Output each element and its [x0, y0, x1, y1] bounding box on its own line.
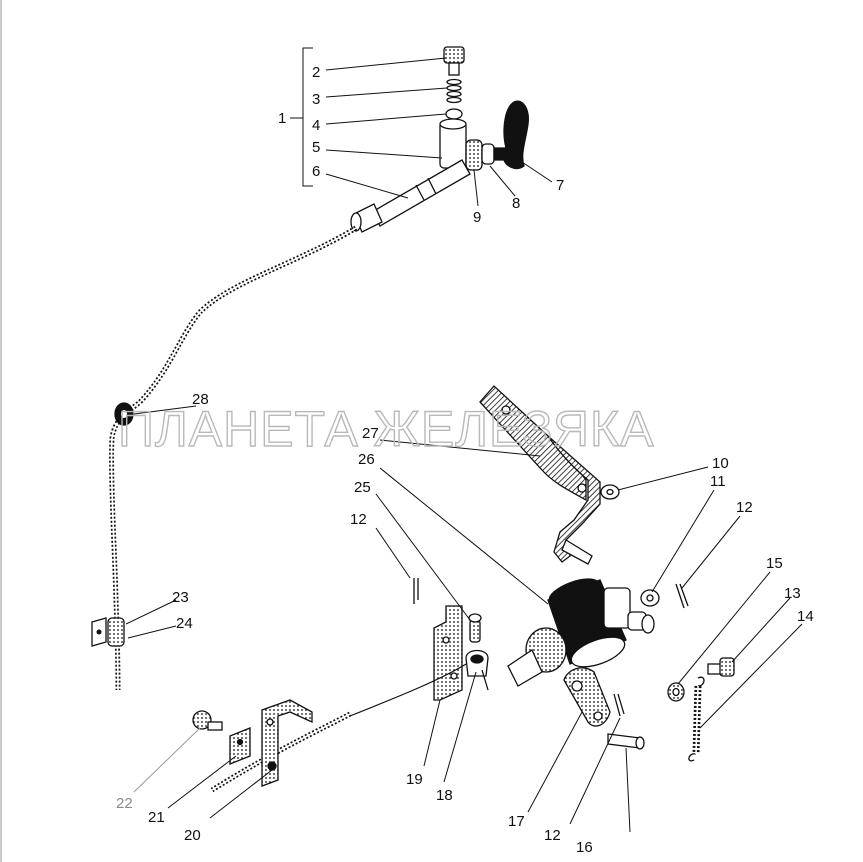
- callout-3: 3: [312, 91, 320, 108]
- callout-7: 7: [556, 177, 564, 194]
- callout-labels: 1 2 3 4 5 6 7 8 9 10 11 12 12 12 13 14 1…: [116, 64, 814, 856]
- control-handle-assembly: [371, 46, 529, 227]
- cotter-pin-part-12-a: [675, 583, 689, 609]
- callout-12-b: 12: [350, 511, 367, 528]
- callout-24: 24: [176, 615, 193, 632]
- callout-6: 6: [312, 163, 320, 180]
- spring-part-3: [446, 78, 462, 104]
- callout-5: 5: [312, 139, 320, 156]
- callout-12-a: 12: [736, 499, 753, 516]
- callout-10: 10: [712, 455, 729, 472]
- callout-21: 21: [148, 809, 165, 826]
- assembly-bracket: [290, 47, 313, 187]
- pin-part-16: [607, 733, 641, 749]
- pin-part-25: [469, 619, 481, 643]
- spring-part-14: [688, 676, 705, 762]
- bushing-part-8: [481, 143, 495, 165]
- nut-part-9: [465, 139, 483, 171]
- callout-23: 23: [172, 589, 189, 606]
- control-cable: [109, 225, 358, 691]
- watermark-text: ПЛАНЕТА ЖЕЛЕЗЯКА: [118, 401, 654, 457]
- callout-4: 4: [312, 117, 320, 134]
- screw-part-13: [707, 657, 735, 677]
- callout-13: 13: [784, 585, 801, 602]
- shutoff-unit-part-26: [507, 578, 655, 687]
- bracket-part-20: [261, 699, 313, 787]
- cotter-pin-part-12-c: [613, 693, 625, 717]
- screw-part-22: [192, 710, 223, 731]
- callout-22: 22: [116, 795, 133, 812]
- callout-8: 8: [512, 195, 520, 212]
- callout-11: 11: [710, 473, 726, 490]
- plate-part-17: [563, 667, 611, 727]
- cotter-pin-part-12-b: [413, 578, 419, 604]
- clamp-part-23-24: [91, 617, 125, 647]
- callout-12-c: 12: [544, 827, 561, 844]
- callout-14: 14: [797, 608, 814, 625]
- callout-19: 19: [406, 771, 423, 788]
- callout-27: 27: [362, 425, 379, 442]
- callout-2: 2: [312, 64, 320, 81]
- callout-26: 26: [358, 451, 375, 468]
- callout-1: 1: [278, 110, 286, 127]
- handle-knob-part-7: [493, 100, 529, 170]
- callout-16: 16: [576, 839, 593, 856]
- callout-9: 9: [473, 209, 481, 226]
- clip-part-21: [229, 727, 251, 765]
- callout-25: 25: [354, 479, 371, 496]
- callout-15: 15: [766, 555, 783, 572]
- leader-lines: [125, 57, 803, 833]
- callout-20: 20: [184, 827, 201, 844]
- callout-18: 18: [436, 787, 453, 804]
- callout-17: 17: [508, 813, 525, 830]
- bracket-part-19: [433, 605, 463, 701]
- cap-part-2: [443, 46, 465, 64]
- callout-28: 28: [192, 391, 209, 408]
- washer-part-4: [445, 108, 463, 120]
